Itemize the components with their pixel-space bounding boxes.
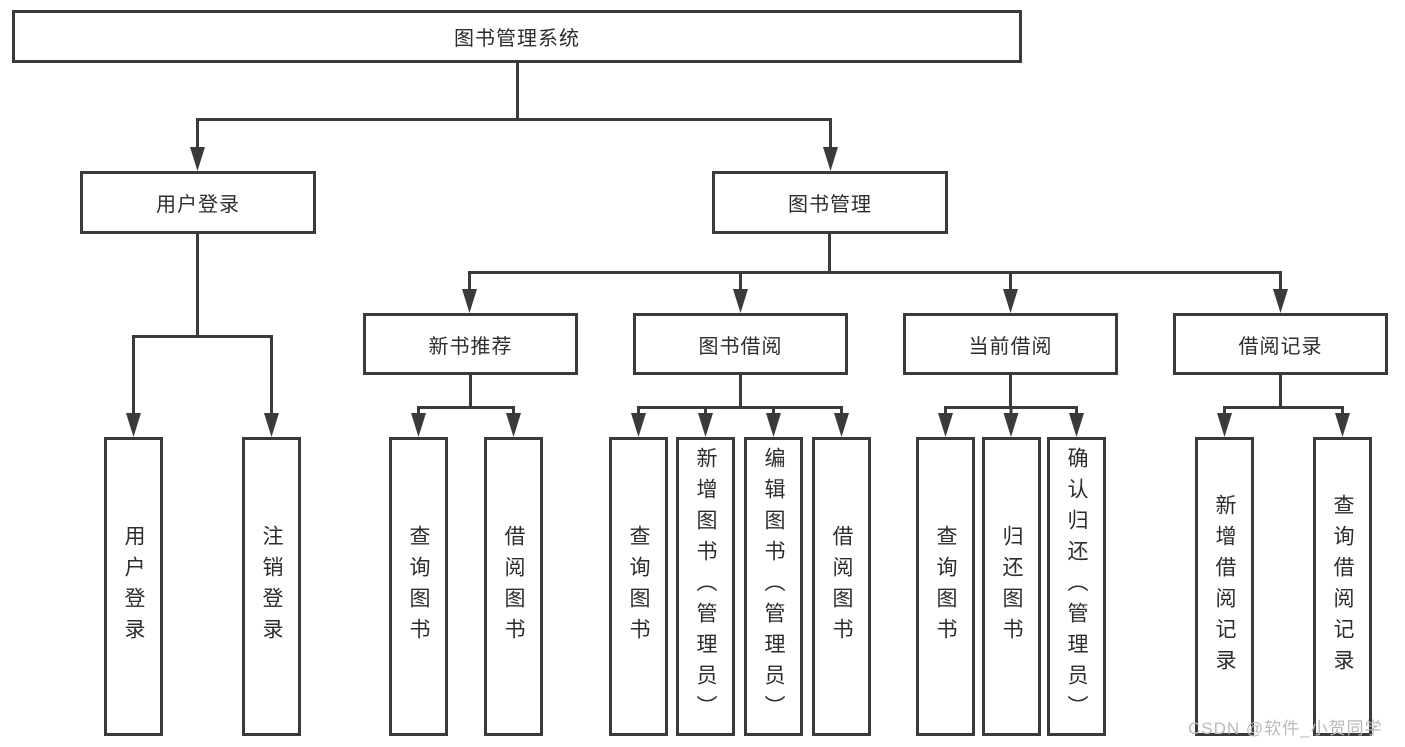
node-current-borrow: 当前借阅: [903, 313, 1118, 375]
leaf-query-books-recommend: 查询图书: [389, 437, 448, 736]
leaf-edit-book-admin: 编辑图书（管理员）: [744, 437, 803, 736]
leaf-query-borrow-record: 查询借阅记录: [1313, 437, 1372, 736]
leaf-query-books-current: 查询图书: [916, 437, 975, 736]
node-book-borrow: 图书借阅: [633, 313, 848, 375]
node-new-book-recommend: 新书推荐: [363, 313, 578, 375]
leaf-add-book-admin: 新增图书（管理员）: [676, 437, 735, 736]
leaf-borrow-books-recommend: 借阅图书: [484, 437, 543, 736]
leaf-add-borrow-record: 新增借阅记录: [1195, 437, 1254, 736]
leaf-query-books-borrow: 查询图书: [609, 437, 668, 736]
node-root-system: 图书管理系统: [12, 10, 1022, 63]
leaf-borrow-books: 借阅图书: [812, 437, 871, 736]
leaf-return-book: 归还图书: [982, 437, 1041, 736]
node-user-login: 用户登录: [80, 171, 316, 234]
node-borrow-records: 借阅记录: [1173, 313, 1388, 375]
leaf-logout: 注销登录: [242, 437, 301, 736]
leaf-user-login: 用户登录: [104, 437, 163, 736]
watermark: CSDN @软件_小贺同学: [1188, 719, 1383, 738]
node-book-management: 图书管理: [712, 171, 948, 234]
leaf-confirm-return-admin: 确认归还（管理员）: [1047, 437, 1106, 736]
